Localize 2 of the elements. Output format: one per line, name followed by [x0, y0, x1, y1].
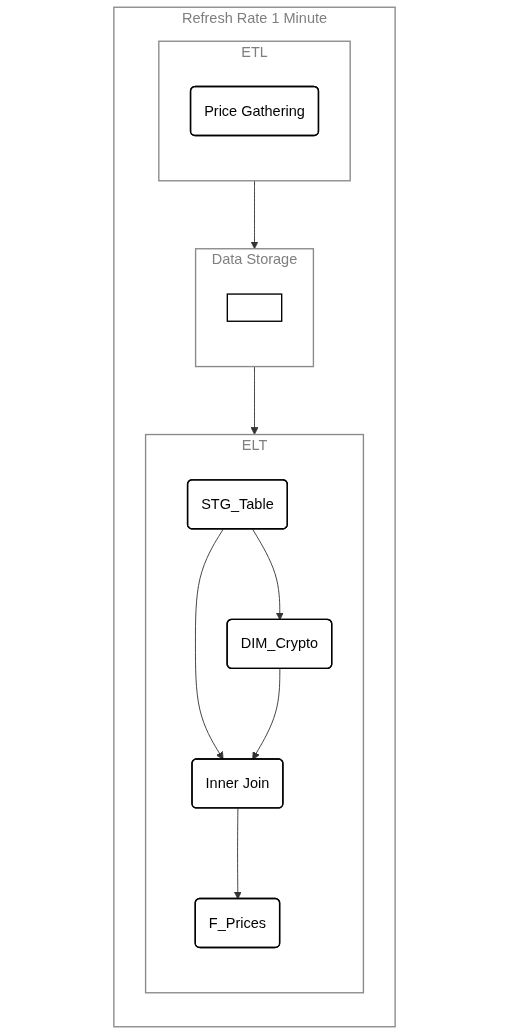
- cluster: Data Storage: [194, 248, 315, 368]
- node-box: [226, 293, 283, 322]
